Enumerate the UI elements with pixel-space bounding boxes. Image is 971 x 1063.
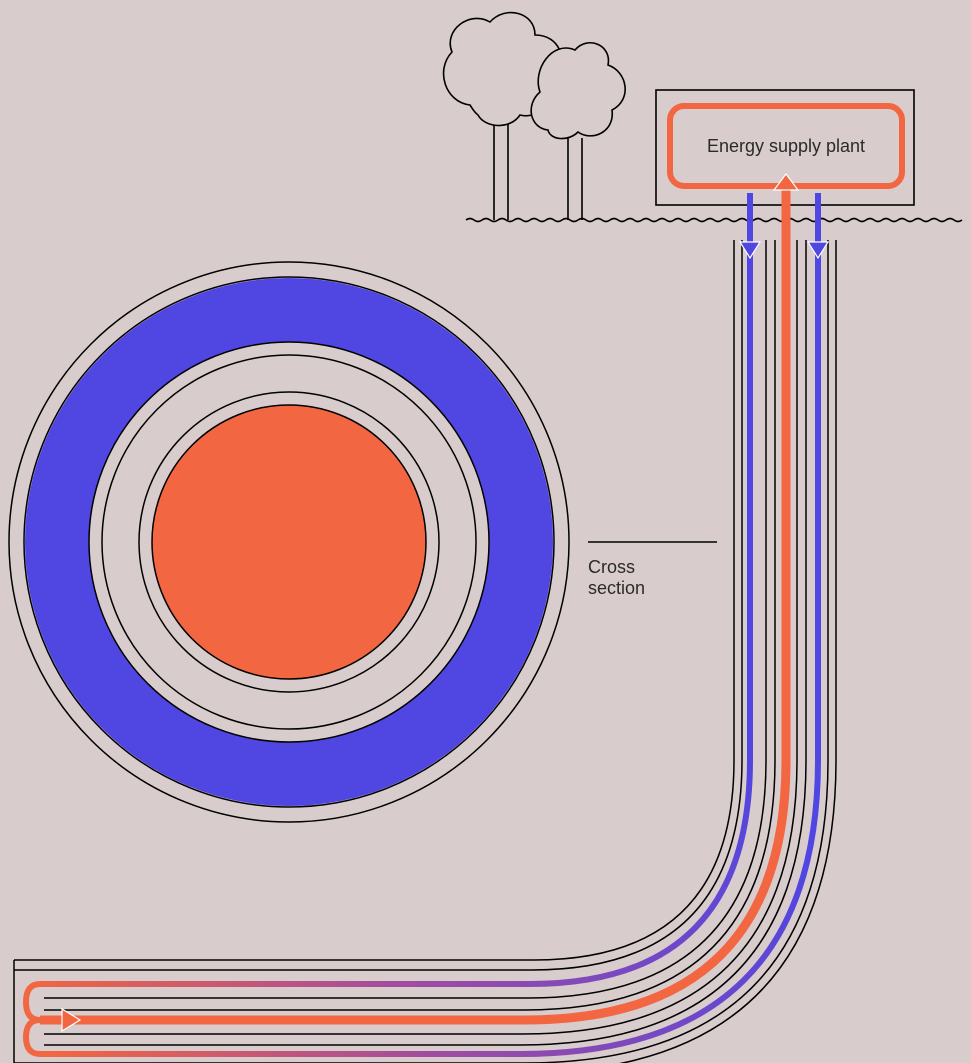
cold-downflow-right — [40, 193, 830, 1057]
up-arrow-icon — [772, 173, 800, 191]
cross-section — [8, 261, 570, 823]
plant-label: Energy supply plant — [707, 136, 865, 156]
cold-downflow-left — [40, 193, 762, 987]
hot-upflow-center — [40, 173, 800, 1025]
trees — [442, 11, 626, 220]
tree-right-icon — [530, 41, 626, 220]
cross-section-text-2: section — [588, 578, 645, 598]
cross-section-text-1: Cross — [588, 557, 635, 577]
hot-core — [151, 404, 427, 680]
ground-line — [465, 217, 963, 223]
right-arrow-icon — [61, 1007, 82, 1033]
borehole-casing — [13, 240, 837, 1063]
cross-section-label: Cross section — [588, 541, 717, 598]
down-arrow-right-icon — [806, 241, 830, 260]
tubing-wall-ring — [101, 354, 477, 730]
down-arrow-left-icon — [738, 241, 762, 260]
inner-pipe-outer-ring — [138, 391, 440, 693]
loop-turnarounds — [22, 981, 82, 1057]
tree-left-icon — [442, 11, 562, 220]
casing-outer-ring — [8, 261, 570, 823]
